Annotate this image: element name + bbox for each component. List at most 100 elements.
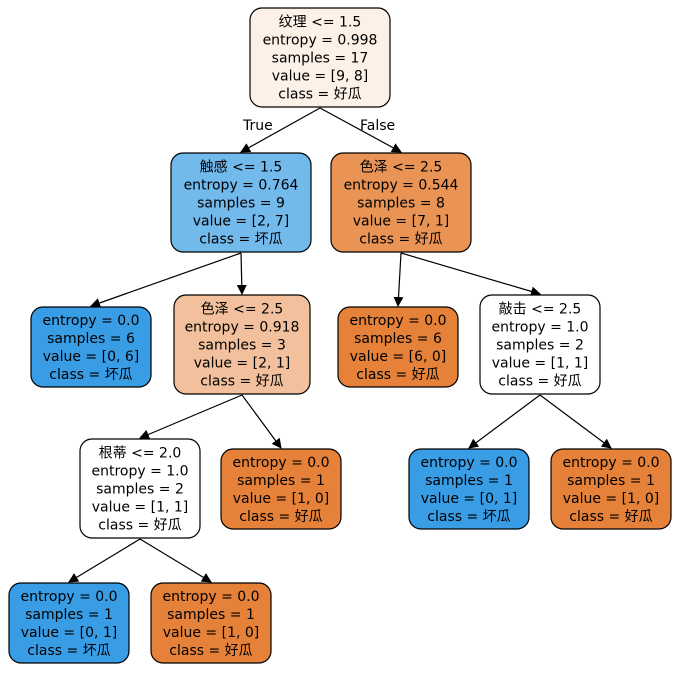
node-line: class = 好瓜 — [169, 643, 252, 659]
edges-layer: True False — [68, 107, 612, 583]
node-line: entropy = 0.0 — [42, 313, 139, 329]
node-line: samples = 8 — [357, 196, 445, 212]
node-line: class = 好瓜 — [278, 87, 361, 103]
node-line: samples = 17 — [272, 51, 369, 67]
node-line: samples = 9 — [197, 196, 285, 212]
node-line: class = 好瓜 — [356, 367, 439, 383]
edge-label-true: True — [242, 118, 273, 134]
node-line: samples = 6 — [47, 331, 135, 347]
edge-n10-n12 — [539, 394, 612, 449]
node-line: entropy = 1.0 — [91, 464, 188, 480]
node-box — [249, 7, 391, 108]
node-line: entropy = 0.544 — [344, 178, 459, 194]
node-line: class = 好瓜 — [359, 232, 442, 248]
node-line: 敲击 <= 2.5 — [499, 301, 582, 318]
node-box — [479, 294, 601, 395]
node-line: entropy = 0.0 — [20, 589, 117, 605]
edge-n8-n9 — [393, 252, 404, 307]
node-line: class = 好瓜 — [498, 374, 581, 390]
node-line: 色泽 <= 2.5 — [201, 301, 284, 318]
node-line: value = [7, 1] — [353, 214, 450, 230]
node-line: samples = 1 — [25, 607, 113, 623]
edge-n1-n2 — [90, 252, 242, 308]
node-line: value = [6, 0] — [350, 349, 447, 365]
node-line: 触感 <= 1.5 — [200, 159, 283, 176]
node-box — [550, 448, 672, 530]
node-line: value = [1, 0] — [163, 625, 260, 641]
edge-n1-n3 — [236, 252, 247, 295]
node-line: entropy = 0.0 — [349, 313, 446, 329]
node-line: value = [2, 1] — [194, 356, 291, 372]
tree-node-n4: 根蒂 <= 2.0 entropy = 1.0 samples = 2 value =… — [79, 438, 201, 539]
node-line: value = [1, 0] — [233, 491, 330, 507]
node-line: samples = 6 — [354, 331, 442, 347]
node-box — [220, 448, 342, 530]
node-line: value = [9, 8] — [272, 69, 369, 85]
tree-node-n10: 敲击 <= 2.5 entropy = 1.0 samples = 2 value =… — [479, 294, 601, 395]
node-box — [173, 294, 311, 395]
tree-node-n6: entropy = 0.0 samples = 1 value = [1, 0] cl… — [150, 582, 272, 664]
node-line: samples = 1 — [237, 473, 325, 489]
node-line: entropy = 0.998 — [263, 33, 378, 49]
node-line: entropy = 0.0 — [232, 455, 329, 471]
node-line: value = [0, 6] — [43, 349, 140, 365]
node-line: samples = 1 — [167, 607, 255, 623]
tree-node-n11: entropy = 0.0 samples = 1 value = [0, 1] cl… — [408, 448, 530, 530]
node-line: entropy = 0.918 — [185, 320, 300, 336]
node-line: entropy = 1.0 — [491, 320, 588, 336]
node-line: class = 坏瓜 — [427, 509, 510, 525]
edge-n0-n8 — [319, 107, 402, 153]
edge-n10-n11 — [468, 394, 541, 449]
node-line: class = 坏瓜 — [27, 643, 110, 659]
node-line: value = [1, 0] — [563, 491, 660, 507]
node-line: 根蒂 <= 2.0 — [99, 446, 182, 462]
node-line: samples = 3 — [198, 338, 286, 354]
node-line: value = [2, 7] — [193, 214, 290, 230]
tree-node-n3: 色泽 <= 2.5 entropy = 0.918 samples = 3 value… — [173, 294, 311, 395]
node-box — [8, 582, 130, 664]
node-line: value = [1, 1] — [492, 356, 589, 372]
node-line: 纹理 <= 1.5 — [279, 15, 362, 31]
tree-node-n2: entropy = 0.0 samples = 6 value = [0, 6] cl… — [30, 306, 152, 388]
node-line: samples = 2 — [96, 482, 184, 498]
tree-node-n9: entropy = 0.0 samples = 6 value = [6, 0] cl… — [337, 306, 459, 388]
tree-node-n0: 纹理 <= 1.5 entropy = 0.998 samples = 17 valu… — [249, 7, 391, 108]
tree-node-n1: 触感 <= 1.5 entropy = 0.764 samples = 9 value… — [170, 152, 312, 253]
node-box — [79, 438, 201, 539]
node-line: class = 好瓜 — [239, 509, 322, 525]
node-line: entropy = 0.0 — [562, 455, 659, 471]
nodes-layer: 纹理 <= 1.5 entropy = 0.998 samples = 17 valu… — [8, 7, 672, 664]
tree-node-n8: 色泽 <= 2.5 entropy = 0.544 samples = 8 value… — [330, 152, 472, 253]
node-line: 色泽 <= 2.5 — [360, 159, 443, 176]
node-line: entropy = 0.0 — [162, 589, 259, 605]
edge-n3-n4 — [139, 394, 243, 440]
node-line: class = 坏瓜 — [49, 367, 132, 383]
node-box — [337, 306, 459, 388]
node-line: samples = 2 — [496, 338, 584, 354]
node-line: value = [0, 1] — [21, 625, 118, 641]
tree-node-n5: entropy = 0.0 samples = 1 value = [0, 1] cl… — [8, 582, 130, 664]
node-box — [408, 448, 530, 530]
node-line: entropy = 0.764 — [184, 178, 299, 194]
edge-n3-n7 — [241, 394, 282, 449]
node-box — [330, 152, 472, 253]
node-line: samples = 1 — [567, 473, 655, 489]
node-line: class = 好瓜 — [98, 518, 181, 534]
tree-node-n7: entropy = 0.0 samples = 1 value = [1, 0] cl… — [220, 448, 342, 530]
edge-n4-n5 — [68, 538, 141, 583]
node-line: class = 坏瓜 — [199, 232, 282, 248]
node-line: samples = 1 — [425, 473, 513, 489]
edge-n4-n6 — [139, 538, 212, 583]
node-box — [170, 152, 312, 253]
node-line: class = 好瓜 — [569, 509, 652, 525]
edge-n0-n1 — [240, 107, 321, 153]
edge-label-false: False — [360, 118, 395, 134]
node-line: class = 好瓜 — [200, 374, 283, 390]
node-line: value = [0, 1] — [421, 491, 518, 507]
tree-node-n12: entropy = 0.0 samples = 1 value = [1, 0] cl… — [550, 448, 672, 530]
node-line: value = [1, 1] — [92, 500, 189, 516]
node-line: entropy = 0.0 — [420, 455, 517, 471]
node-box — [150, 582, 272, 664]
edge-n8-n10 — [400, 252, 541, 297]
